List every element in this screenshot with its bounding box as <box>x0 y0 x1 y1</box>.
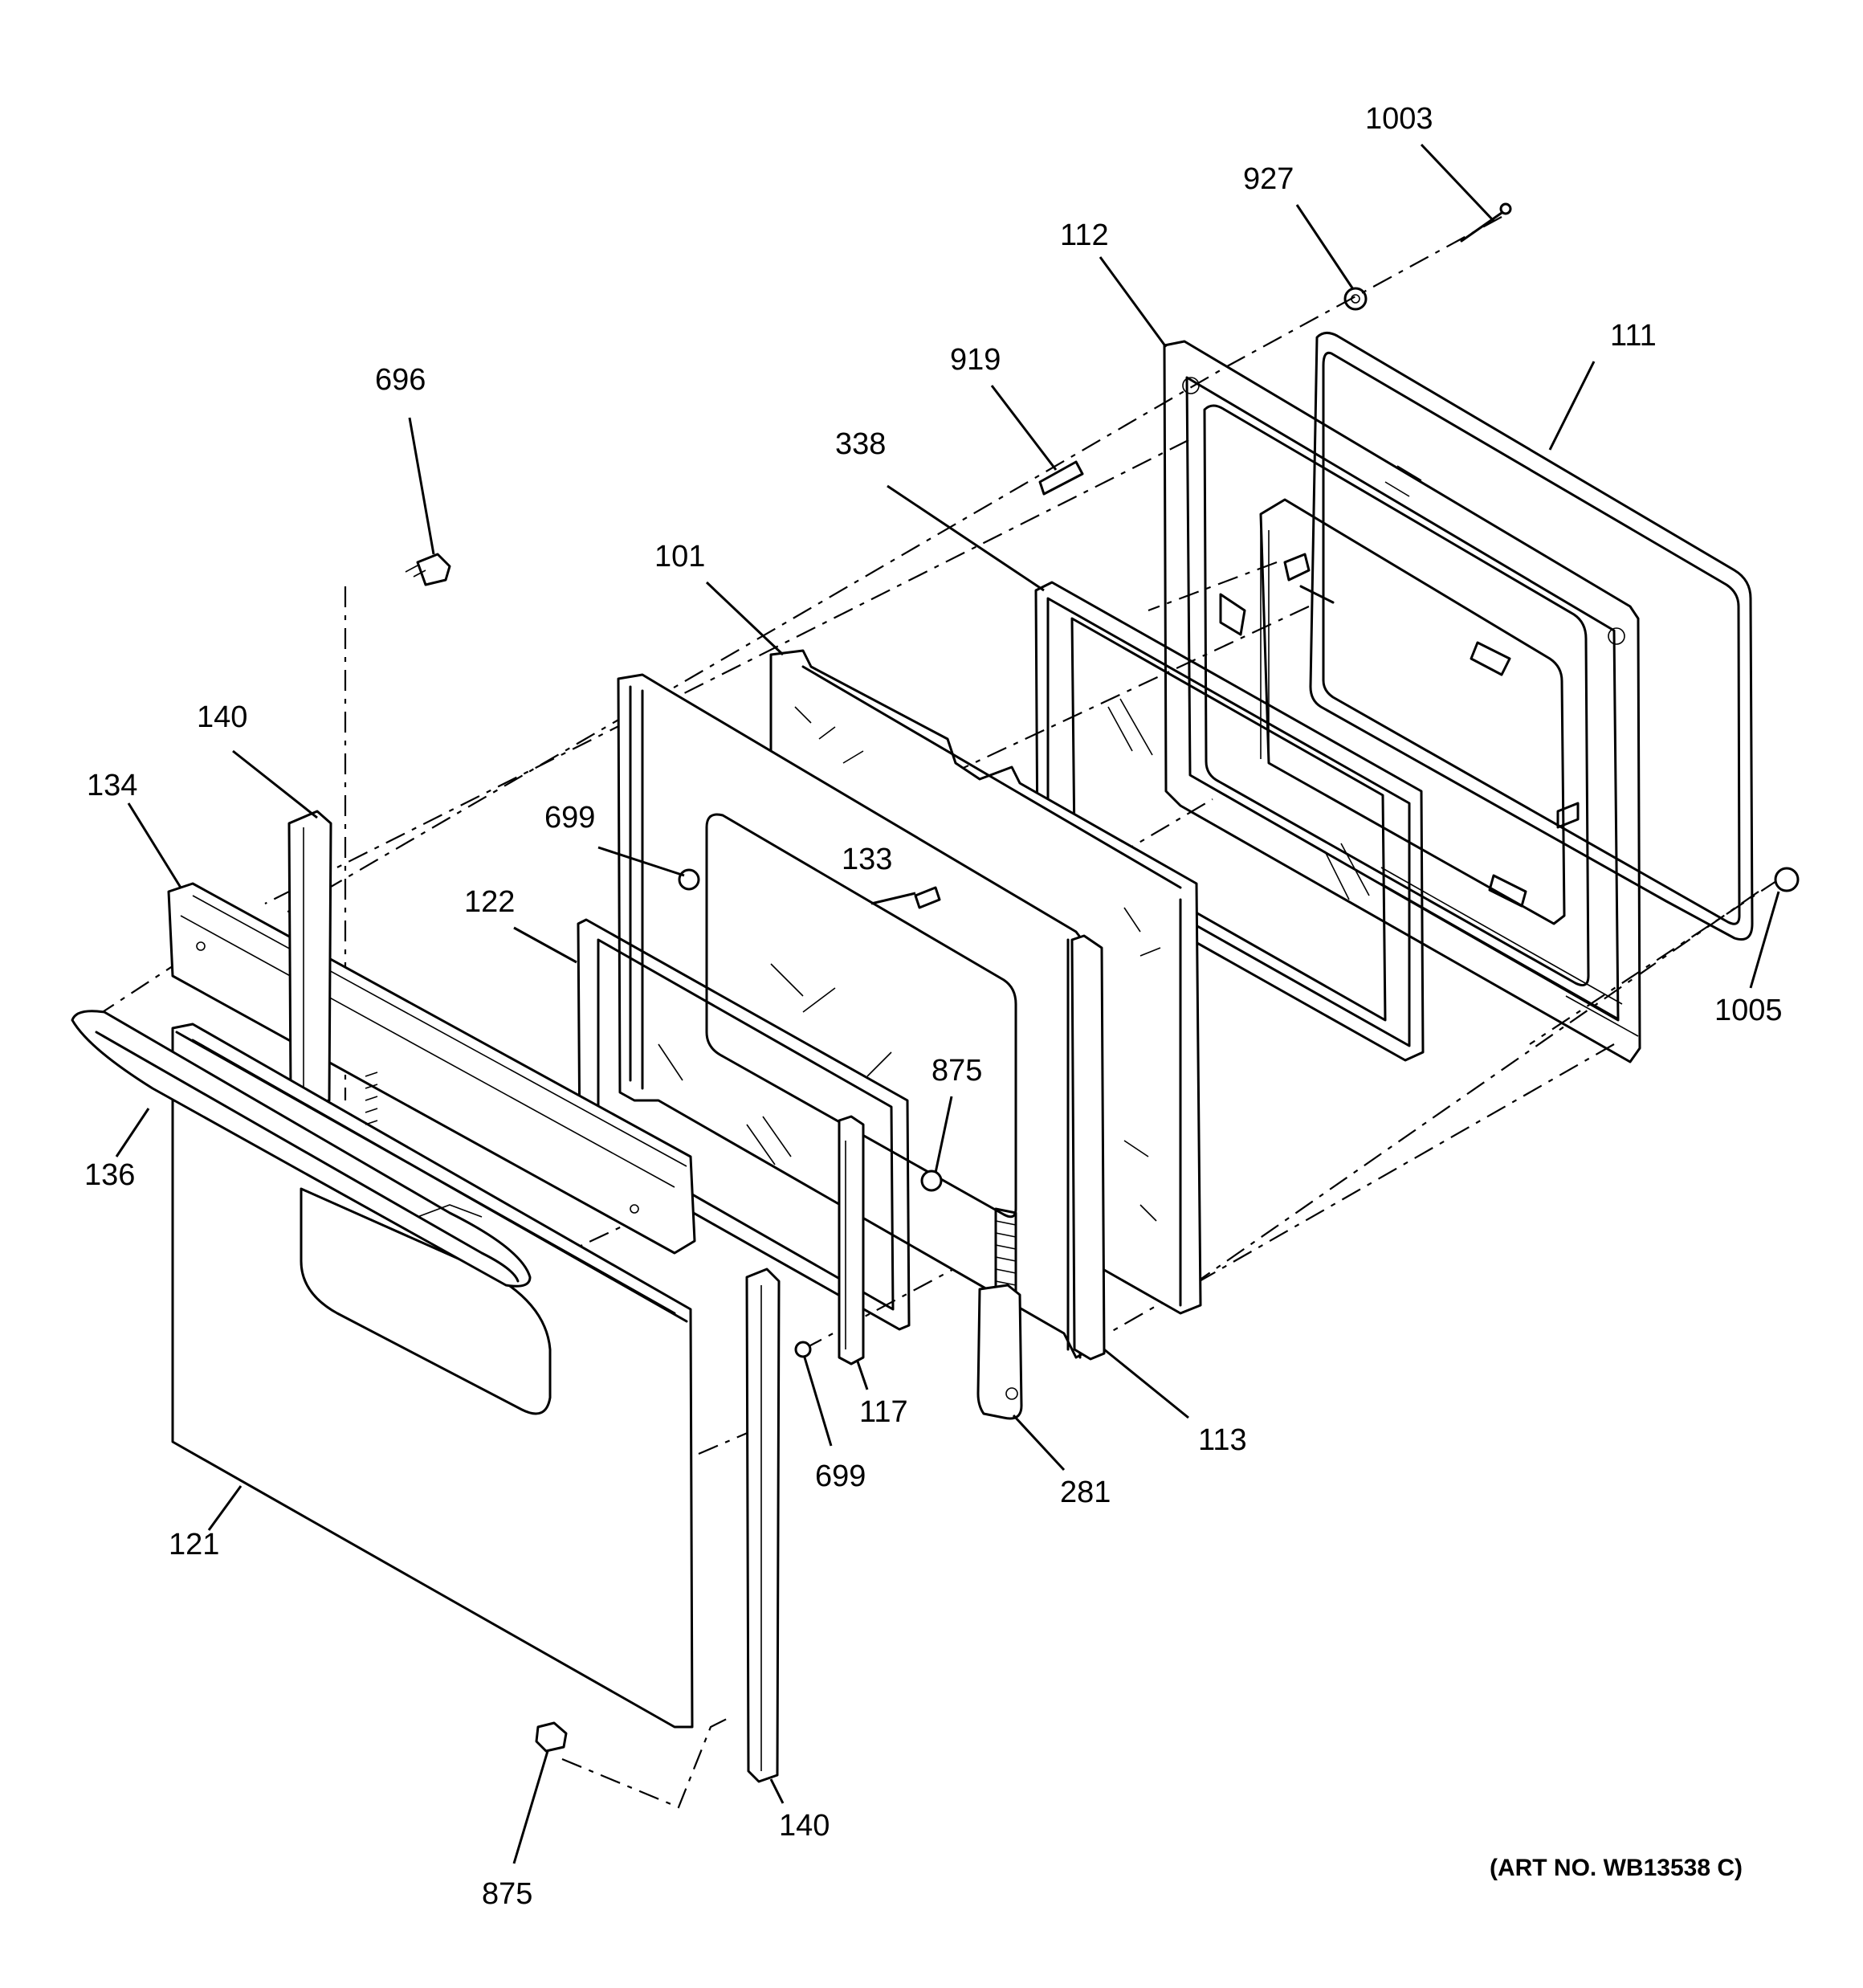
callout-111: 111 <box>1610 319 1657 353</box>
callout-338: 338 <box>835 427 886 461</box>
callout-696: 696 <box>375 363 426 397</box>
leader-lines <box>115 143 1780 1864</box>
callout-875-bottom: 875 <box>482 1877 532 1911</box>
side-trim-113 <box>1070 934 1106 1361</box>
callout-875-mid: 875 <box>932 1054 982 1088</box>
callout-136: 136 <box>84 1158 135 1192</box>
callout-113: 113 <box>1198 1423 1247 1457</box>
callout-1003: 1003 <box>1365 102 1433 136</box>
callout-699-bottom: 699 <box>815 1459 866 1493</box>
callout-117: 117 <box>859 1395 908 1429</box>
callout-134: 134 <box>87 769 137 802</box>
fasteners <box>365 202 1800 1753</box>
callout-140-bottom: 140 <box>779 1809 830 1843</box>
callout-133: 133 <box>842 843 892 876</box>
callout-140-top: 140 <box>197 700 247 734</box>
callout-122: 122 <box>464 885 515 919</box>
callout-699-top: 699 <box>544 801 595 835</box>
hinge-281 <box>976 1207 1023 1420</box>
door-gasket-111 <box>1309 332 1754 941</box>
spacer-strip-140-right <box>745 1268 781 1783</box>
hinge-bracket-117 <box>838 1115 865 1365</box>
callout-labels: 1003 927 112 111 919 338 696 101 140 134… <box>84 102 1783 1911</box>
callout-101: 101 <box>654 540 705 574</box>
callout-112: 112 <box>1060 218 1109 252</box>
callout-281: 281 <box>1060 1476 1111 1509</box>
callout-919: 919 <box>950 343 1001 377</box>
callout-121: 121 <box>169 1528 219 1561</box>
inner-door-112 <box>1163 340 1641 1063</box>
callout-1005: 1005 <box>1714 994 1783 1027</box>
door-handle-136 <box>71 1010 532 1288</box>
spacer-strip-140-left <box>287 810 332 1106</box>
art-number: (ART NO. WB13538 C) <box>1489 1855 1743 1881</box>
outer-door-121 <box>171 1023 694 1729</box>
callout-927: 927 <box>1243 162 1294 196</box>
